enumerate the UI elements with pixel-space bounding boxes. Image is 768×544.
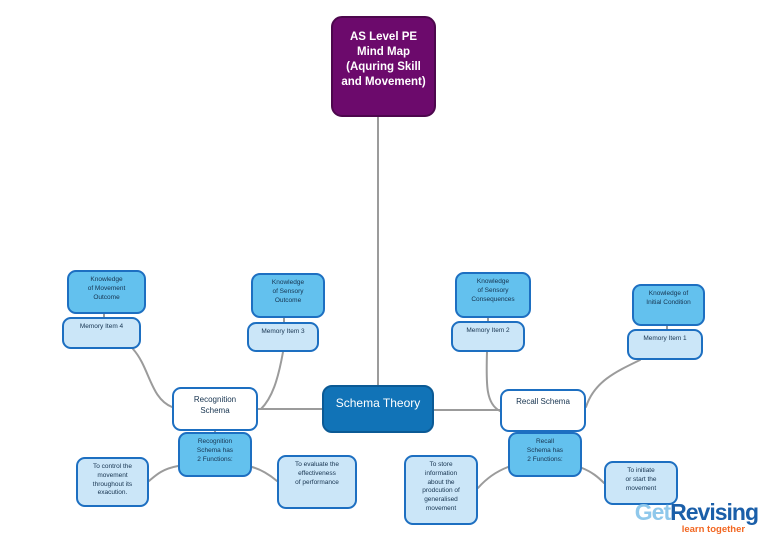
node-knowledge-initial-condition: Knowledge of Initial Condition (632, 284, 705, 326)
logo-tagline: learn together (681, 523, 746, 535)
connector-mem2-recall (485, 351, 501, 412)
logo-get-text: Get (634, 498, 671, 525)
node-memory-item-2: Memory Item 2 (451, 321, 525, 352)
node-to-initiate-movement: To initiate or start the movement (604, 461, 678, 505)
connector-recogfn-evaluate (251, 466, 278, 482)
node-recall-functions: Recall Schema has 2 Functions: (508, 432, 582, 477)
node-knowledge-sensory-consequences: Knowledge of Sensory Consequences (455, 272, 531, 318)
node-recall-schema: Recall Schema (500, 389, 586, 432)
connector-mem3-recognition (260, 351, 284, 410)
connector-recallfn-store (477, 466, 509, 489)
connector-mem4-recognition (132, 348, 173, 408)
node-to-control-movement: To control the movement throughout its e… (76, 457, 149, 507)
connector-recogfn-control (148, 465, 179, 482)
connector-mem1-recall (585, 359, 641, 408)
node-recognition-functions: Recognition Schema has 2 Functions: (178, 432, 252, 477)
logo-revising-text: Revising (670, 498, 759, 525)
node-to-store-information: To store information about the prodcutio… (404, 455, 478, 525)
node-recognition-schema: Recognition Schema (172, 387, 258, 431)
node-memory-item-1: Memory Item 1 (627, 329, 703, 360)
node-to-evaluate-effectiveness: To evaluate the effectiveness of perform… (277, 455, 357, 509)
connector-recallfn-initiate (581, 467, 605, 484)
node-schema-theory: Schema Theory (322, 385, 434, 433)
node-knowledge-sensory-outcome: Knowledge of Sensory Outcome (251, 273, 325, 318)
node-memory-item-4: Memory Item 4 (62, 317, 141, 349)
node-memory-item-3: Memory Item 3 (247, 322, 319, 352)
getrevising-logo: GetRevising learn together (634, 498, 759, 535)
node-mindmap-title: AS Level PE Mind Map (Aquring Skill and … (331, 16, 436, 117)
node-knowledge-movement-outcome: Knowledge of Movement Outcome (67, 270, 146, 314)
